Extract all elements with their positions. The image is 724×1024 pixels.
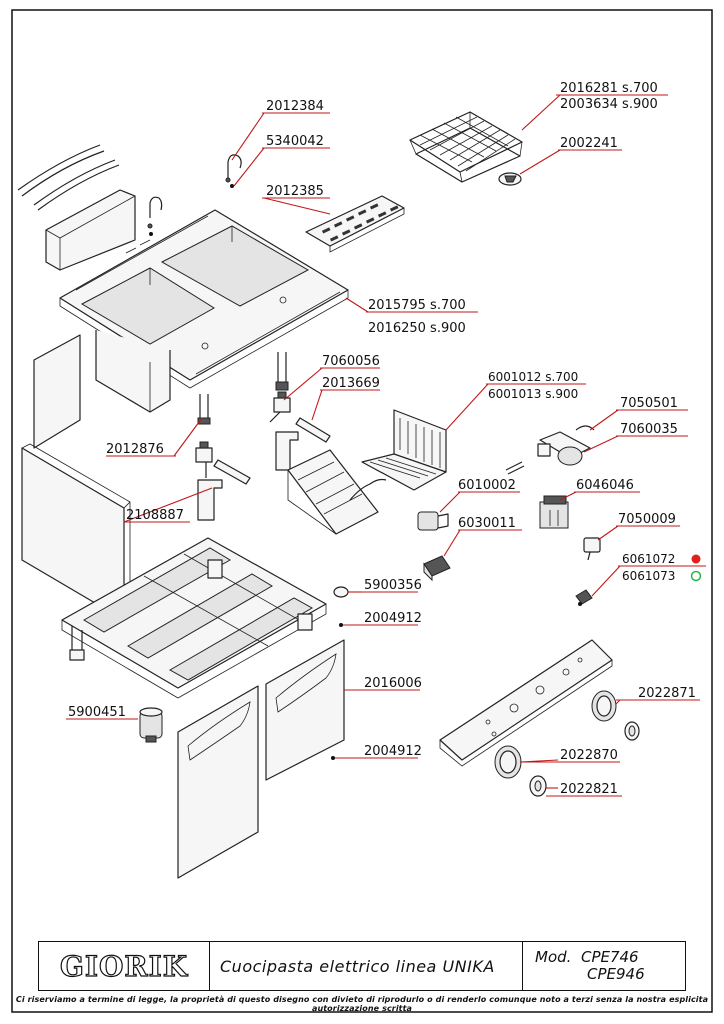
contactor-6046046 <box>539 495 569 529</box>
model-label: Mod. <box>535 948 572 966</box>
part-label-7060035: 7060035 <box>620 422 678 437</box>
model-code-1: CPE746 <box>580 948 639 966</box>
part-label-6061073: 6061073 <box>622 569 675 583</box>
part-label-2022871: 2022871 <box>638 686 696 701</box>
part-label-2004912-b: 2004912 <box>364 744 422 759</box>
part-label-2016281: 2016281 s.700 <box>560 81 658 96</box>
part-label-2016250: 2016250 s.900 <box>368 321 466 336</box>
part-labels: 2016281 s.700 2003634 s.900 2012384 5340… <box>66 81 706 797</box>
knob-2022821 <box>529 775 547 797</box>
heater-tray <box>287 449 387 535</box>
control-panel <box>439 639 613 767</box>
part-label-6010002: 6010002 <box>458 478 516 493</box>
part-label-2003634: 2003634 s.900 <box>560 97 658 112</box>
part-label-6001012: 6001012 s.700 <box>488 370 578 384</box>
switch-6010002 <box>417 511 449 531</box>
part-label-2012385: 2012385 <box>266 184 324 199</box>
door-right <box>265 639 345 781</box>
support-legs <box>197 352 289 425</box>
faucet-2012384 <box>225 154 242 188</box>
part-label-6001013: 6001013 s.900 <box>488 387 578 401</box>
perforated-plate <box>305 195 405 253</box>
model-info: Mod. CPE746 CPE946 <box>523 942 685 990</box>
part-label-6030011: 6030011 <box>458 516 516 531</box>
part-label-6061072: 6061072 <box>622 552 675 566</box>
copyright-disclaimer: Ci riserviamo a termine di legge, la pro… <box>15 995 709 1013</box>
part-label-2004912-a: 2004912 <box>364 611 422 626</box>
drawing-frame <box>11 9 713 1013</box>
valves <box>195 391 331 521</box>
indicator-green <box>690 570 702 582</box>
door-left <box>177 685 259 879</box>
part-label-2108887: 2108887 <box>126 508 184 523</box>
brand-name: GIORIK <box>59 949 189 983</box>
part-label-2016006: 2016006 <box>364 676 422 691</box>
faucet-left <box>147 196 163 236</box>
knob-2022870 <box>494 745 522 779</box>
product-description: Cuocipasta elettrico linea UNIKA <box>210 942 523 990</box>
rail-set <box>17 144 136 271</box>
title-block: GIORIK Cuocipasta elettrico linea UNIKA … <box>38 941 686 991</box>
sink-top <box>59 209 349 413</box>
machine-drawing <box>17 111 640 879</box>
brand-logo: GIORIK <box>39 942 210 990</box>
part-label-5900451: 5900451 <box>68 705 126 720</box>
basket <box>409 111 523 186</box>
cap-5900356 <box>333 586 349 598</box>
part-label-2002241: 2002241 <box>560 136 618 151</box>
connector-7050009 <box>583 537 601 561</box>
pump-assembly <box>505 425 595 475</box>
base-frame <box>61 537 327 699</box>
indicator-red <box>691 554 701 564</box>
model-code-2: CPE946 <box>587 965 645 983</box>
part-label-2012876: 2012876 <box>106 442 164 457</box>
part-label-2012384: 2012384 <box>266 99 324 114</box>
part-label-5900356: 5900356 <box>364 578 422 593</box>
heater-element <box>361 409 447 491</box>
part-label-2013669: 2013669 <box>322 376 380 391</box>
part-label-2022870: 2022870 <box>560 748 618 763</box>
part-label-7050501: 7050501 <box>620 396 678 411</box>
thermostat-6030011 <box>423 555 451 582</box>
knob-2022871 <box>591 690 640 741</box>
foot-5900451 <box>139 707 163 743</box>
part-label-6046046: 6046046 <box>576 478 634 493</box>
part-label-2022821: 2022821 <box>560 782 618 797</box>
part-label-5340042: 5340042 <box>266 134 324 149</box>
part-label-7060056: 7060056 <box>322 354 380 369</box>
part-label-7050009: 7050009 <box>618 512 676 527</box>
indicator-lamp <box>575 589 593 606</box>
part-label-2015795: 2015795 s.700 <box>368 298 466 313</box>
